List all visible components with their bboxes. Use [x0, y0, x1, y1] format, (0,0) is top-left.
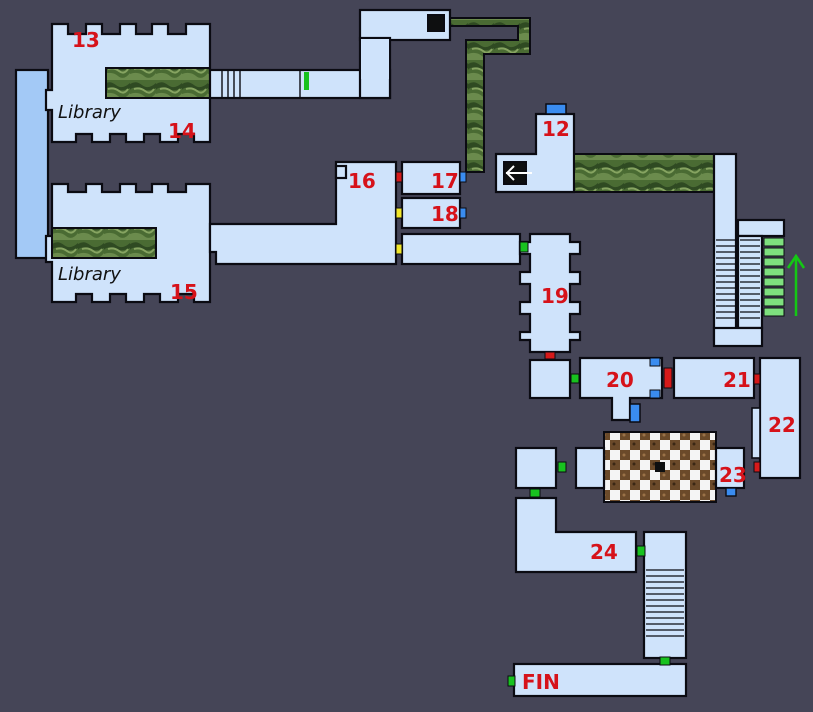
door-fin-left: [507, 675, 516, 687]
door-small-20: [570, 373, 580, 384]
room-24: [514, 496, 638, 574]
library-label-lower: Library: [58, 264, 121, 285]
library-lower-room: [44, 182, 212, 304]
upper-corridor: [208, 8, 452, 100]
room-23: [714, 446, 746, 490]
door-19-bottom: [544, 351, 556, 360]
up-arrow-icon: [786, 253, 806, 316]
door-23-22: [753, 461, 761, 473]
door-stairs-fin: [659, 656, 671, 666]
room-label-13: 13: [72, 28, 100, 52]
door-20-bottom-blue: [649, 389, 661, 399]
door-16-18: [395, 207, 403, 219]
door-23-blue: [725, 487, 737, 497]
room-label-15: 15: [170, 280, 198, 304]
room-label-20: 20: [606, 368, 634, 392]
door-24-stairs: [636, 545, 646, 557]
left-arrow-icon: [505, 165, 515, 181]
room-label-22: 22: [768, 413, 796, 437]
room-label-17: 17: [431, 169, 459, 193]
library-upper-room: [44, 22, 212, 144]
library-label-upper: Library: [58, 102, 121, 123]
door-17-right: [459, 171, 467, 183]
corridor-18-19: [400, 232, 522, 266]
room-label-19: 19: [541, 284, 569, 308]
checker-center-dark: [655, 462, 665, 472]
room-label-14: 14: [168, 119, 196, 143]
door-left-checker: [557, 461, 567, 473]
room-label-fin: FIN: [522, 670, 560, 694]
room-small-left-20: [528, 358, 572, 400]
left-corridor: [14, 68, 50, 260]
doors: [395, 171, 761, 687]
door-20-top-blue: [649, 357, 661, 367]
room-20: [578, 356, 664, 423]
room-16: [208, 160, 398, 266]
door-18-right: [459, 207, 467, 219]
staircase-fin: [642, 530, 688, 660]
room-far-left-checker: [514, 446, 558, 490]
room-label-21: 21: [723, 368, 751, 392]
hedge-corridor-right: [573, 153, 715, 193]
room-label-18: 18: [431, 202, 459, 226]
room-label-16: 16: [348, 169, 376, 193]
room-22: [751, 356, 802, 480]
door-corridor-19: [519, 241, 529, 253]
door-16-corridor: [395, 243, 403, 255]
door-far-left-24: [529, 488, 541, 498]
room-label-12: 12: [542, 117, 570, 141]
door-21-22: [753, 373, 761, 385]
door-20-21: [663, 367, 673, 389]
room-label-23: 23: [719, 463, 747, 487]
door-16-17: [395, 171, 403, 183]
room-left-checker: [574, 446, 606, 490]
staircase-right: [712, 152, 806, 348]
hedge-corridor-top: [449, 17, 531, 173]
room-12: [494, 103, 576, 194]
room-label-24: 24: [590, 540, 618, 564]
room-19: [518, 232, 582, 354]
